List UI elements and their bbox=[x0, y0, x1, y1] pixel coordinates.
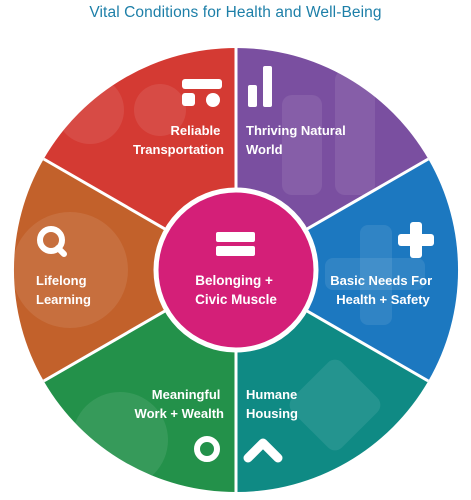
center-circle bbox=[153, 187, 319, 353]
label-reliable-transportation: Reliable Transportation bbox=[133, 123, 224, 157]
segment-watermarks bbox=[12, 70, 425, 488]
segment-lifelong-learning bbox=[13, 159, 236, 381]
chevron-up-icon bbox=[243, 438, 283, 463]
label-meaningful-work: Meaningful Work + Wealth bbox=[135, 387, 225, 421]
equals-icon bbox=[216, 232, 255, 256]
label-lifelong-learning: Lifelong Learning bbox=[36, 273, 91, 307]
label-center-belonging: Belonging + Civic Muscle bbox=[195, 273, 277, 307]
circle-icon bbox=[194, 436, 220, 462]
segment-basic-needs bbox=[236, 159, 459, 381]
magnifier-icon bbox=[37, 226, 67, 257]
plus-icon bbox=[398, 222, 434, 258]
vehicle-icon bbox=[182, 79, 222, 107]
label-basic-needs: Basic Needs For Health + Safety bbox=[330, 273, 436, 307]
label-humane-housing: Humane Housing bbox=[246, 387, 301, 421]
label-thriving-natural-world: Thriving Natural World bbox=[246, 123, 349, 157]
bar-chart-icon bbox=[248, 66, 272, 107]
diagram-title: Vital Conditions for Health and Well-Bei… bbox=[89, 4, 382, 21]
